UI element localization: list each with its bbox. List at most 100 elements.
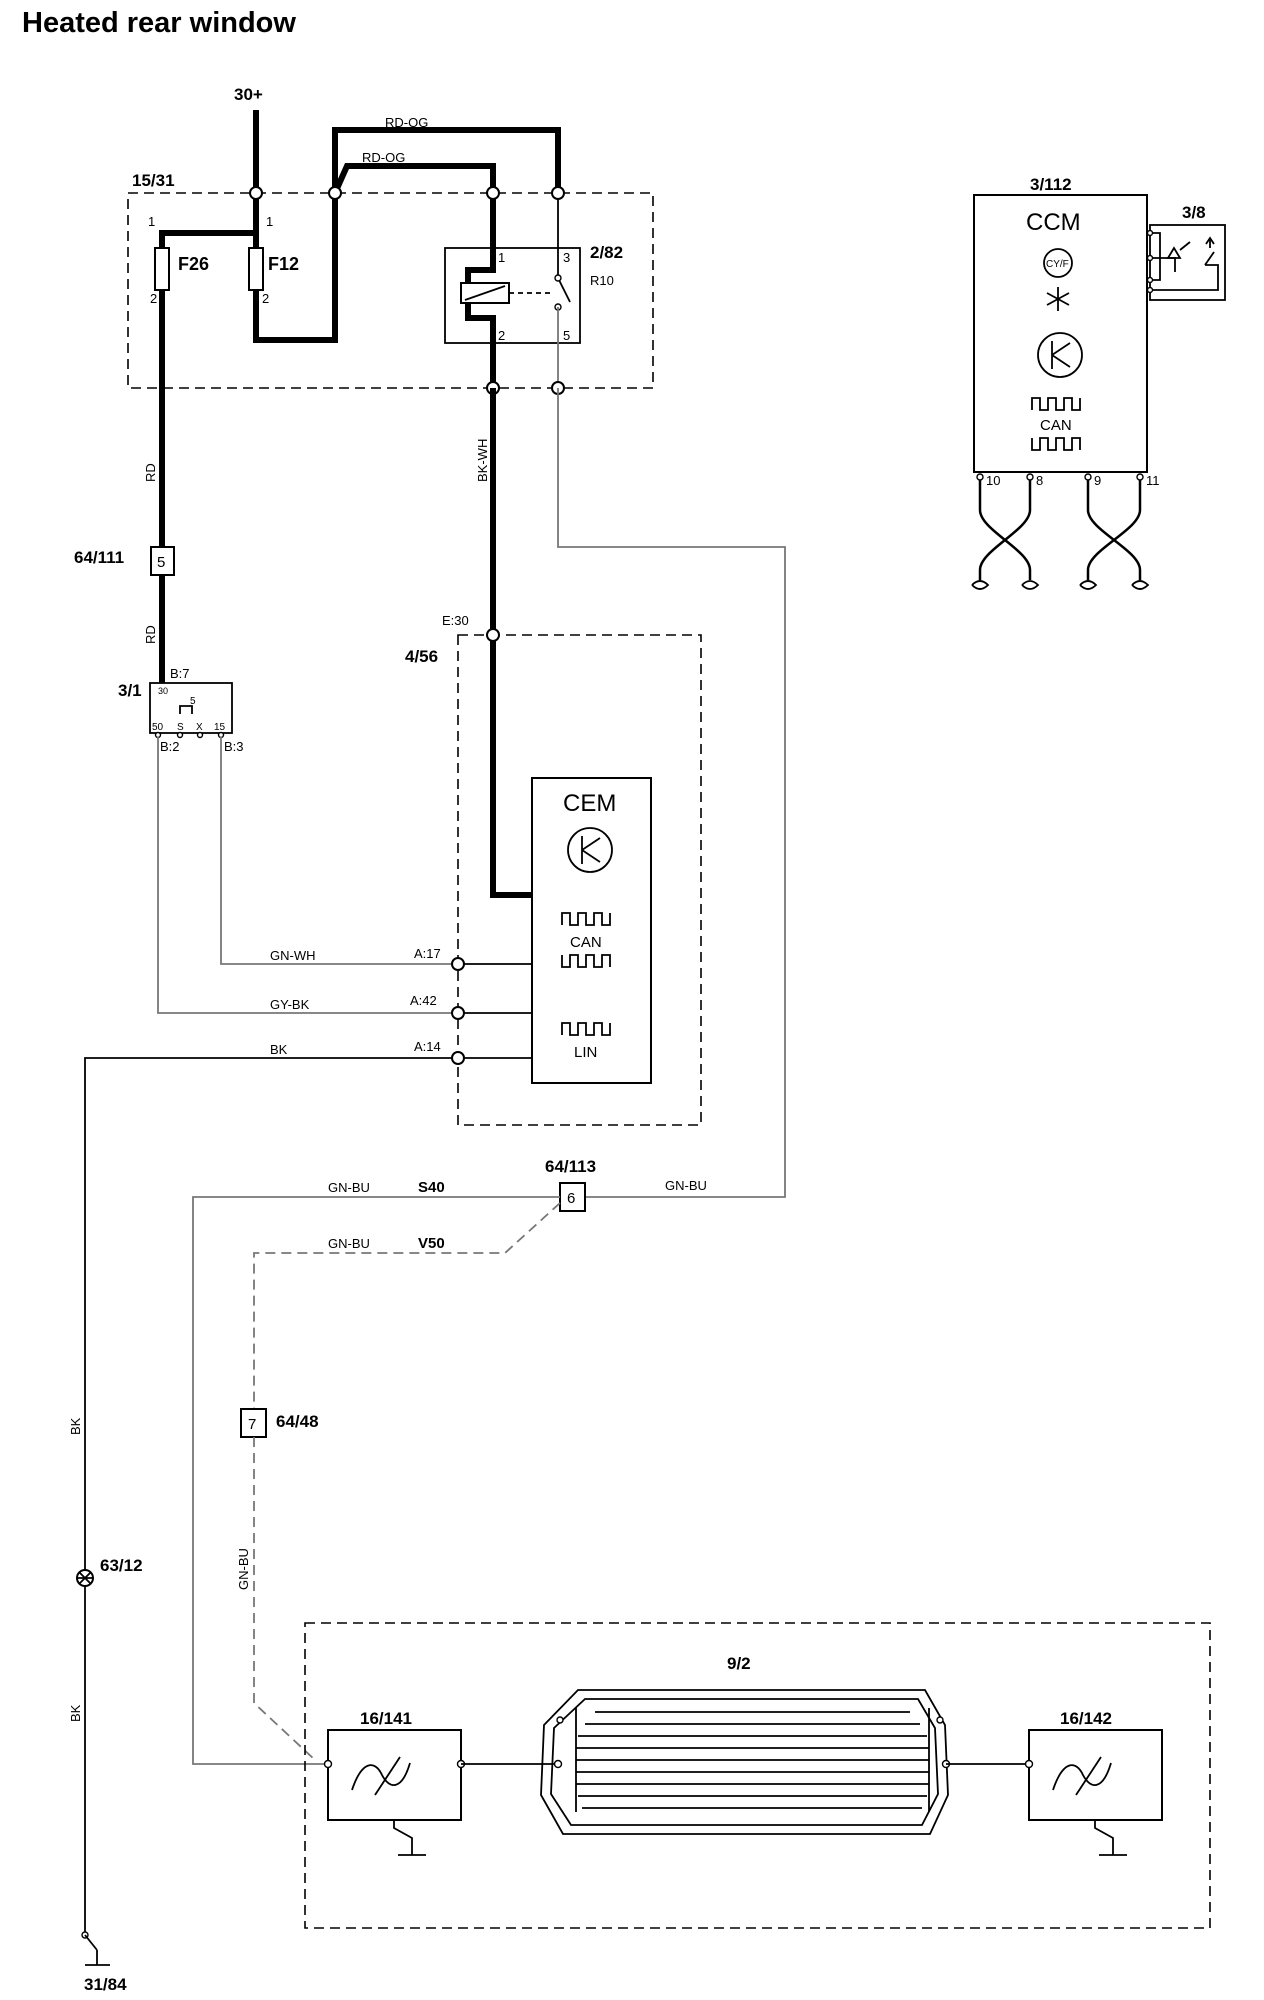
rear-window-id: 9/2 xyxy=(727,1654,751,1673)
ignition-pin-5: 5 xyxy=(190,696,196,707)
wire-label-rd-og-upper: RD-OG xyxy=(385,115,428,130)
ignition-terminal-b7: B:7 xyxy=(170,666,190,681)
fuse-f26-pin-top: 1 xyxy=(148,214,155,229)
wire-f12-bottom xyxy=(253,193,338,343)
rear-window-assembly-outline xyxy=(304,1622,1211,1929)
ignition-switch xyxy=(149,682,233,734)
filter-ground-wire xyxy=(393,1820,413,1855)
wire-gn-wh xyxy=(220,737,458,965)
wire-label-bk-top: BK xyxy=(270,1042,288,1057)
relay-contact-arm xyxy=(557,277,571,303)
fuse-f12-pin-top: 1 xyxy=(266,214,273,229)
ignition-pin-50: 50 xyxy=(152,722,164,733)
ccm-badge-icon xyxy=(1043,248,1073,278)
ccm-pin-8: 8 xyxy=(1036,473,1043,488)
ignition-pin-s: S xyxy=(177,722,184,733)
connector-64-48-pin: 7 xyxy=(248,1416,256,1433)
wire-label-gn-bu-v50: GN-BU xyxy=(328,1236,370,1251)
fuse-box-outline xyxy=(127,192,654,389)
ccm-pin xyxy=(976,473,984,481)
wire-gn-bu-s40 xyxy=(192,1196,560,1765)
wire-label-gn-bu-right: GN-BU xyxy=(665,1178,707,1193)
ignition-pin xyxy=(154,731,162,739)
ground-point-id: 63/12 xyxy=(100,1556,143,1575)
wire-label-bk-wh: BK-WH xyxy=(475,439,490,482)
filter-icon-slash xyxy=(374,1756,401,1796)
cem-lin-wave xyxy=(561,1022,611,1036)
panel-pin xyxy=(1146,286,1154,294)
rear-window-frame xyxy=(550,1698,939,1826)
filter-16-142-id: 16/142 xyxy=(1060,1709,1112,1728)
junction xyxy=(249,186,263,200)
ccm-badge: CY/F xyxy=(1046,259,1069,270)
wire-label-gy-bk: GY-BK xyxy=(270,997,310,1012)
wire-f12-to-f26 xyxy=(159,193,259,248)
connector-64-111-pin: 5 xyxy=(157,554,165,571)
wire-gy-bk xyxy=(157,737,458,1014)
ignition-pin xyxy=(196,731,204,739)
junction xyxy=(486,186,500,200)
wire-gn-bu-right xyxy=(557,388,786,1198)
wire-bk xyxy=(84,1057,458,1935)
cem-can-label: CAN xyxy=(570,934,602,951)
window-pin xyxy=(936,1716,944,1724)
ignition-terminal-b3: B:3 xyxy=(224,739,244,754)
transistor-icon-symbol xyxy=(1051,341,1071,369)
fuse-f26-pin-bottom: 2 xyxy=(150,291,157,306)
fuse-box-id: 15/31 xyxy=(132,171,175,190)
twisted-pair-right xyxy=(1079,480,1150,590)
ignition-switch-id: 3/1 xyxy=(118,681,142,700)
wire-label-bk-vertical-1: BK xyxy=(68,1417,83,1435)
ignition-switch-symbol xyxy=(179,705,193,714)
panel-3-8-id: 3/8 xyxy=(1182,203,1206,222)
transistor-icon xyxy=(567,827,613,873)
cem-pin-a17: A:17 xyxy=(414,946,441,961)
wire-label-gn-bu-vertical: GN-BU xyxy=(236,1548,251,1590)
variant-s40: S40 xyxy=(418,1179,445,1196)
cem-lin-label: LIN xyxy=(574,1044,597,1061)
ground-31-84-id: 31/84 xyxy=(84,1975,127,1994)
junction xyxy=(451,1006,465,1020)
filter-icon xyxy=(1052,1762,1112,1791)
cem-can-wave-bottom xyxy=(561,954,611,968)
filter-16-141 xyxy=(327,1729,462,1821)
filter-16-142 xyxy=(1028,1729,1163,1821)
wire-label-rd-1: RD xyxy=(143,463,158,482)
ccm-pin xyxy=(1084,473,1092,481)
junction xyxy=(451,957,465,971)
relay-contact-pin xyxy=(554,274,562,282)
junction xyxy=(486,628,500,642)
connector-64-111-id: 64/111 xyxy=(74,548,124,567)
ccm-can-label: CAN xyxy=(1040,417,1072,434)
rear-window-glass xyxy=(540,1689,949,1835)
relay-pin-1: 1 xyxy=(498,250,505,265)
filter-icon-slash xyxy=(1075,1756,1102,1796)
cem-can-wave-top xyxy=(561,912,611,926)
panel-3-8-schematic xyxy=(1147,232,1219,291)
ccm-pin-11: 11 xyxy=(1146,473,1160,488)
fuse-f26-label: F26 xyxy=(178,254,209,274)
junction xyxy=(451,1051,465,1065)
relay-box xyxy=(444,247,581,344)
relay-coil-mark xyxy=(464,285,506,301)
wire-bk-wh xyxy=(490,388,532,898)
supply-label: 30+ xyxy=(234,85,263,104)
window-pin xyxy=(553,1759,563,1769)
cem-module-name: CEM xyxy=(563,790,616,817)
relay-pin-2: 2 xyxy=(498,328,505,343)
filter-pin xyxy=(1024,1759,1034,1769)
ignition-pin xyxy=(217,731,225,739)
relay-pin-3: 3 xyxy=(563,250,570,265)
twisted-pair-left xyxy=(971,480,1040,590)
fuse-f12-body xyxy=(248,247,264,291)
cem-power-pin: E:30 xyxy=(442,613,469,628)
panel-pin xyxy=(1146,276,1154,284)
cem-pin-a42: A:42 xyxy=(410,993,437,1008)
fuse-f12-pin-bottom: 2 xyxy=(262,291,269,306)
connector-64-113-pin: 6 xyxy=(567,1190,575,1207)
cem-box-id: 4/56 xyxy=(405,647,438,666)
ignition-pin-15: 15 xyxy=(214,722,226,733)
wire-label-gn-wh: GN-WH xyxy=(270,948,316,963)
cem-box-outline xyxy=(457,634,702,1126)
ccm-id: 3/112 xyxy=(1030,175,1072,194)
